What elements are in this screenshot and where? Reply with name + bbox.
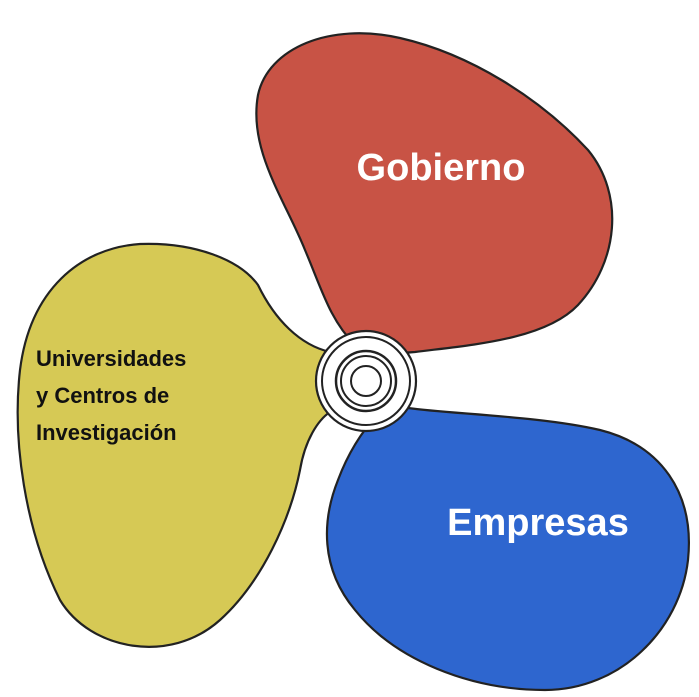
hub-inner-ring <box>350 365 382 397</box>
label-empresas: Empresas <box>447 502 629 544</box>
label-gobierno: Gobierno <box>357 147 526 189</box>
hub <box>314 329 418 433</box>
blade-gobierno <box>255 32 614 354</box>
label-universidades: Universidades y Centros de Investigación <box>36 346 193 445</box>
label-universidades-line-1: Universidades <box>36 346 186 371</box>
blade-universidades <box>16 242 332 648</box>
label-universidades-line-2: y Centros de <box>36 383 169 408</box>
blade-empresas <box>325 406 690 692</box>
label-universidades-line-3: Investigación <box>36 420 177 445</box>
